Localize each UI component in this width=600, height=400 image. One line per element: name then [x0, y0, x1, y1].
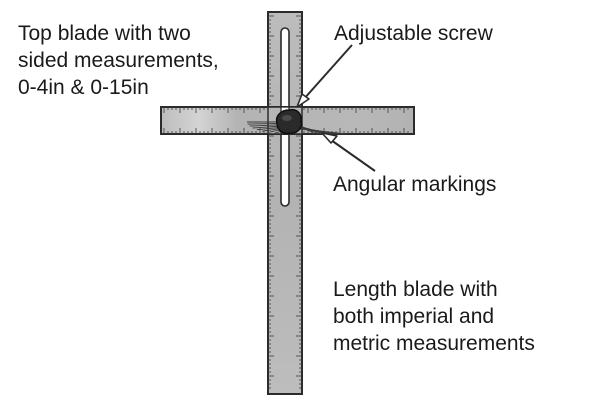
angular-marking-line: [247, 122, 282, 125]
length-blade-label-line: both imperial and: [333, 305, 495, 328]
angular-marking-line: [249, 124, 282, 127]
length-blade-label-line: metric measurements: [333, 332, 535, 355]
angular-markings-label-line: Angular markings: [333, 173, 497, 196]
adjustable-screw-label: Adjustable screw: [334, 20, 493, 47]
angular-markings-label: Angular markings: [333, 171, 496, 198]
angular-marking-line: [296, 128, 348, 135]
adjustable-screw-arrow: [296, 44, 353, 108]
angular-markings-arrow: [321, 132, 376, 172]
length-blade-ticks: [268, 15, 302, 389]
length-blade-label-line: Length blade with: [333, 278, 498, 301]
top-blade-label-line: 0-4in & 0-15in: [18, 76, 149, 99]
top-blade-label-line: Top blade with two: [18, 22, 191, 45]
length-blade-label: Length blade with both imperial and metr…: [333, 276, 535, 357]
top-blade-label-line: sided measurements,: [18, 49, 219, 72]
adjustable-screw-label-line: Adjustable screw: [334, 22, 493, 45]
adjustable-screw-knob: [275, 108, 303, 135]
length-blade: [267, 11, 303, 395]
top-blade-label: Top blade with two sided measurements, 0…: [18, 20, 219, 101]
